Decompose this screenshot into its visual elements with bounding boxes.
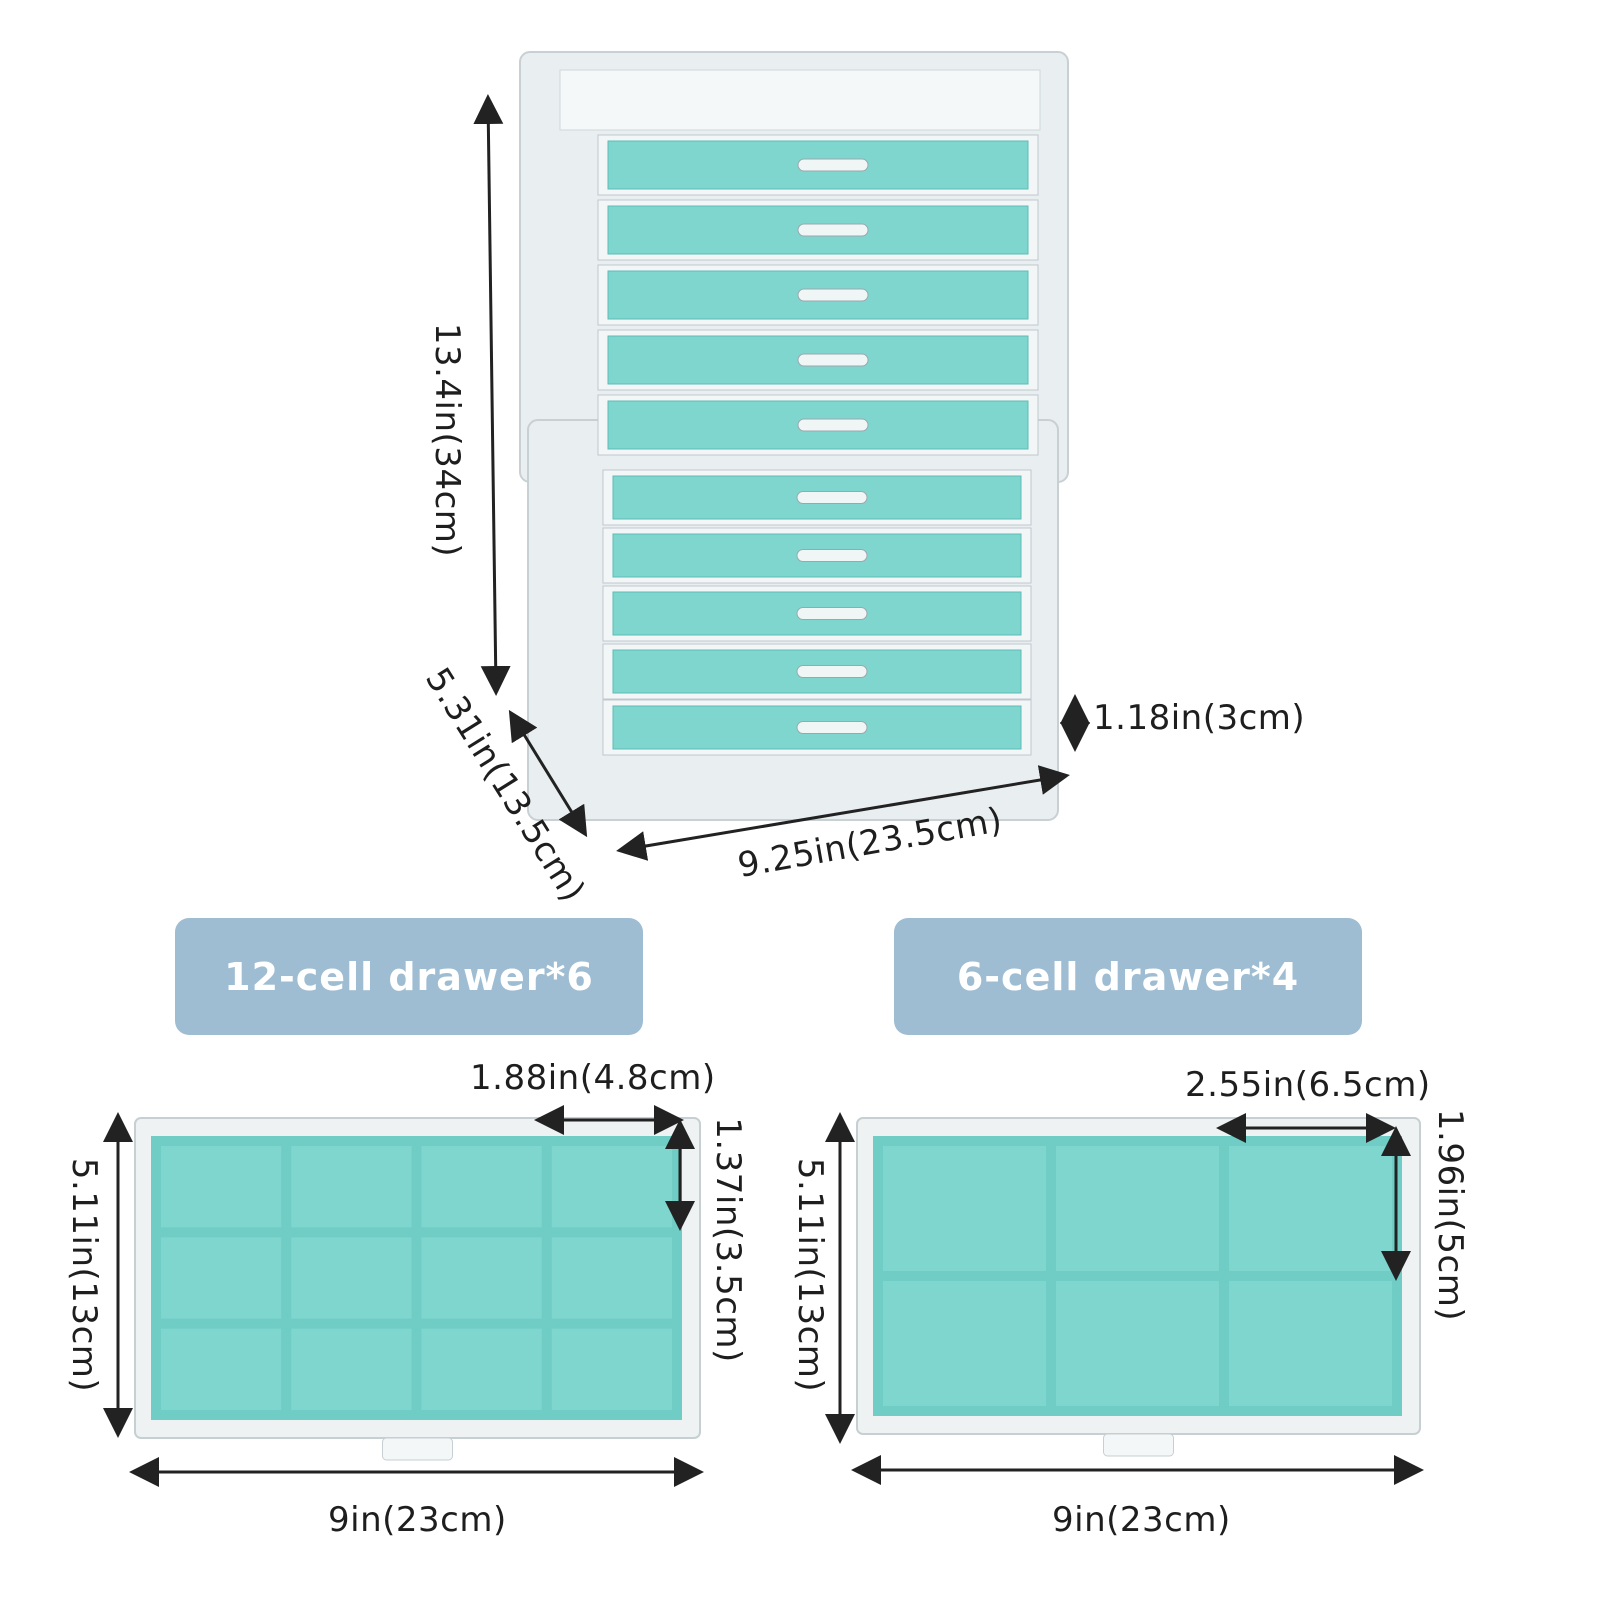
right-cell-width-label: 2.55in(6.5cm) xyxy=(1185,1065,1431,1105)
left-depth-label: 5.11in(13cm) xyxy=(64,1157,104,1393)
left-tray-cell xyxy=(551,1237,672,1319)
right-cell-height-label: 1.96in(5cm) xyxy=(1430,1108,1470,1322)
badge-6-cell: 6-cell drawer*4 xyxy=(894,918,1362,1035)
drawer-handle xyxy=(797,223,869,237)
left-tray-handle xyxy=(382,1437,453,1461)
right-tray-cell xyxy=(1229,1281,1392,1406)
drawer-handle xyxy=(796,549,868,562)
left-width-label: 9in(23cm) xyxy=(328,1500,507,1540)
width-arrow xyxy=(616,765,1070,861)
left-tray-cell xyxy=(421,1146,542,1228)
drawer-tower xyxy=(519,51,1069,821)
right-tray-cell xyxy=(883,1281,1046,1406)
right-tray-handle xyxy=(1103,1433,1174,1457)
right-tray-cell xyxy=(1056,1281,1219,1406)
left-cell-height-label: 1.37in(3.5cm) xyxy=(708,1117,748,1363)
drawer-handle xyxy=(797,158,869,172)
drawer-handle xyxy=(796,607,868,620)
right-depth-label: 5.11in(13cm) xyxy=(790,1157,830,1393)
drawer-height-label: 1.18in(3cm) xyxy=(1093,698,1306,738)
left-tray-cell xyxy=(161,1328,282,1410)
left-tray-cell xyxy=(291,1146,412,1228)
left-tray-cell xyxy=(421,1328,542,1410)
depth-arrow xyxy=(508,709,588,838)
left-tray-cell xyxy=(291,1328,412,1410)
right-tray-cell xyxy=(883,1146,1046,1271)
drawer-handle xyxy=(797,288,869,302)
right-width-label: 9in(23cm) xyxy=(1052,1500,1231,1540)
drawer-handle xyxy=(796,665,868,678)
left-tray-cell xyxy=(161,1146,282,1228)
badge-12-cell: 12-cell drawer*6 xyxy=(175,918,643,1035)
drawer-velvet xyxy=(607,205,1029,255)
left-tray-cell xyxy=(291,1237,412,1319)
left-cell-width-label: 1.88in(4.8cm) xyxy=(470,1058,716,1098)
left-tray-cell xyxy=(161,1237,282,1319)
dimension-arrows xyxy=(103,94,1424,1487)
drawer-trays xyxy=(134,1117,1421,1461)
drawer-handle xyxy=(797,418,869,432)
height-arrow xyxy=(473,94,511,696)
top-compartment xyxy=(559,69,1041,131)
left-tray-cell xyxy=(551,1146,672,1228)
left-tray-cell xyxy=(421,1237,542,1319)
left-tray-cell xyxy=(551,1328,672,1410)
right-tray-cell xyxy=(1056,1146,1219,1271)
drawer-handle xyxy=(796,491,868,504)
height-label: 13.4in(34cm) xyxy=(427,322,467,558)
right-tray-cell xyxy=(1229,1146,1392,1271)
drawer-handle xyxy=(797,353,869,367)
drawer-handle xyxy=(796,721,868,734)
